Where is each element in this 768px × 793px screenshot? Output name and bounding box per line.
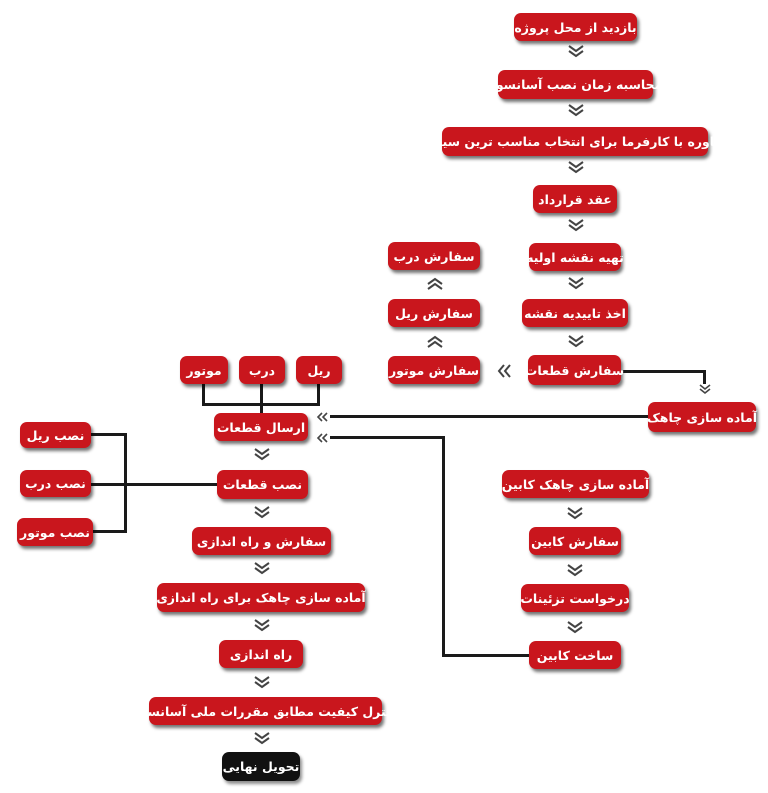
chevron-left-icon: [313, 410, 331, 424]
chevron-down-icon: [253, 561, 271, 575]
step-startup: راه اندازی: [219, 640, 303, 668]
step-order-parts: سفارش قطعات: [525, 355, 624, 385]
chevron-down-icon: [567, 218, 585, 232]
step-order-rail: سفارش ریل: [388, 299, 480, 327]
connector-line: [330, 436, 444, 439]
step-initial-map: تهیه نقشه اولیه: [526, 243, 624, 271]
step-shaft-prep: آماده سازی چاهک: [647, 402, 757, 432]
chevron-down-icon: [566, 506, 584, 520]
step-order-cabin: سفارش کابین: [529, 527, 621, 555]
chevron-down-icon: [253, 505, 271, 519]
chevron-down-icon: [253, 618, 271, 632]
connector-line: [91, 483, 217, 486]
chevron-left-icon: [495, 364, 513, 378]
step-build-cabin: ساخت کابین: [529, 641, 621, 669]
connector-line: [442, 436, 445, 657]
connector-line: [260, 384, 263, 415]
chevron-down-icon: [566, 620, 584, 634]
chevron-down-icon: [696, 383, 714, 397]
step-install-parts: نصب قطعات: [217, 470, 308, 499]
chevron-down-icon: [253, 447, 271, 461]
step-order-motor: سفارش موتور: [388, 356, 480, 384]
connector-line: [91, 530, 126, 533]
connector-line: [330, 415, 648, 418]
step-final-delivery: تحویل نهایی: [222, 752, 300, 781]
chevron-down-icon: [253, 675, 271, 689]
connector-line: [202, 403, 320, 406]
chevron-down-icon: [566, 563, 584, 577]
chevron-up-icon: [426, 277, 444, 291]
step-cabin-shaft-prep: آماده سازی چاهک کابین: [502, 470, 649, 498]
connector-line: [91, 433, 126, 436]
step-install-door: نصب درب: [20, 470, 91, 497]
step-send-parts: ارسال قطعات: [214, 413, 308, 441]
step-map-approval: اخذ تاییدیه نقشه: [522, 299, 628, 327]
connector-line: [442, 654, 530, 657]
step-consult-client: مشاوره با کارفرما برای انتخاب مناسب ترین…: [415, 127, 735, 156]
step-install-motor: نصب موتور: [17, 518, 93, 546]
step-contract: عقد قرارداد: [533, 185, 617, 213]
part-rail: ریل: [296, 356, 342, 384]
step-install-rail: نصب ریل: [20, 422, 91, 448]
step-order-door: سفارش درب: [388, 242, 480, 270]
chevron-down-icon: [567, 44, 585, 58]
step-shaft-prep-startup: آماده سازی چاهک برای راه اندازی: [156, 583, 366, 612]
chevron-down-icon: [253, 731, 271, 745]
chevron-down-icon: [567, 334, 585, 348]
step-request-decor: درخواست تزئینات: [520, 584, 630, 612]
step-site-visit: بازدید از محل پروژه: [514, 13, 637, 41]
part-door: درب: [239, 356, 285, 384]
part-motor: موتور: [180, 356, 228, 384]
chevron-left-icon: [313, 431, 331, 445]
step-order-startup: سفارش و راه اندازی: [192, 527, 331, 555]
connector-line: [703, 370, 706, 384]
chevron-down-icon: [567, 276, 585, 290]
connector-line: [202, 384, 205, 405]
chevron-down-icon: [567, 103, 585, 117]
connector-line: [317, 384, 320, 405]
connector-line: [621, 370, 705, 373]
chevron-down-icon: [567, 160, 585, 174]
step-calc-install-time: محاسبه زمان نصب آسانسور: [489, 70, 662, 99]
chevron-up-icon: [426, 335, 444, 349]
step-quality-control: کنترل کیفیت مطابق مقررات ملی آسانسور: [133, 697, 398, 725]
